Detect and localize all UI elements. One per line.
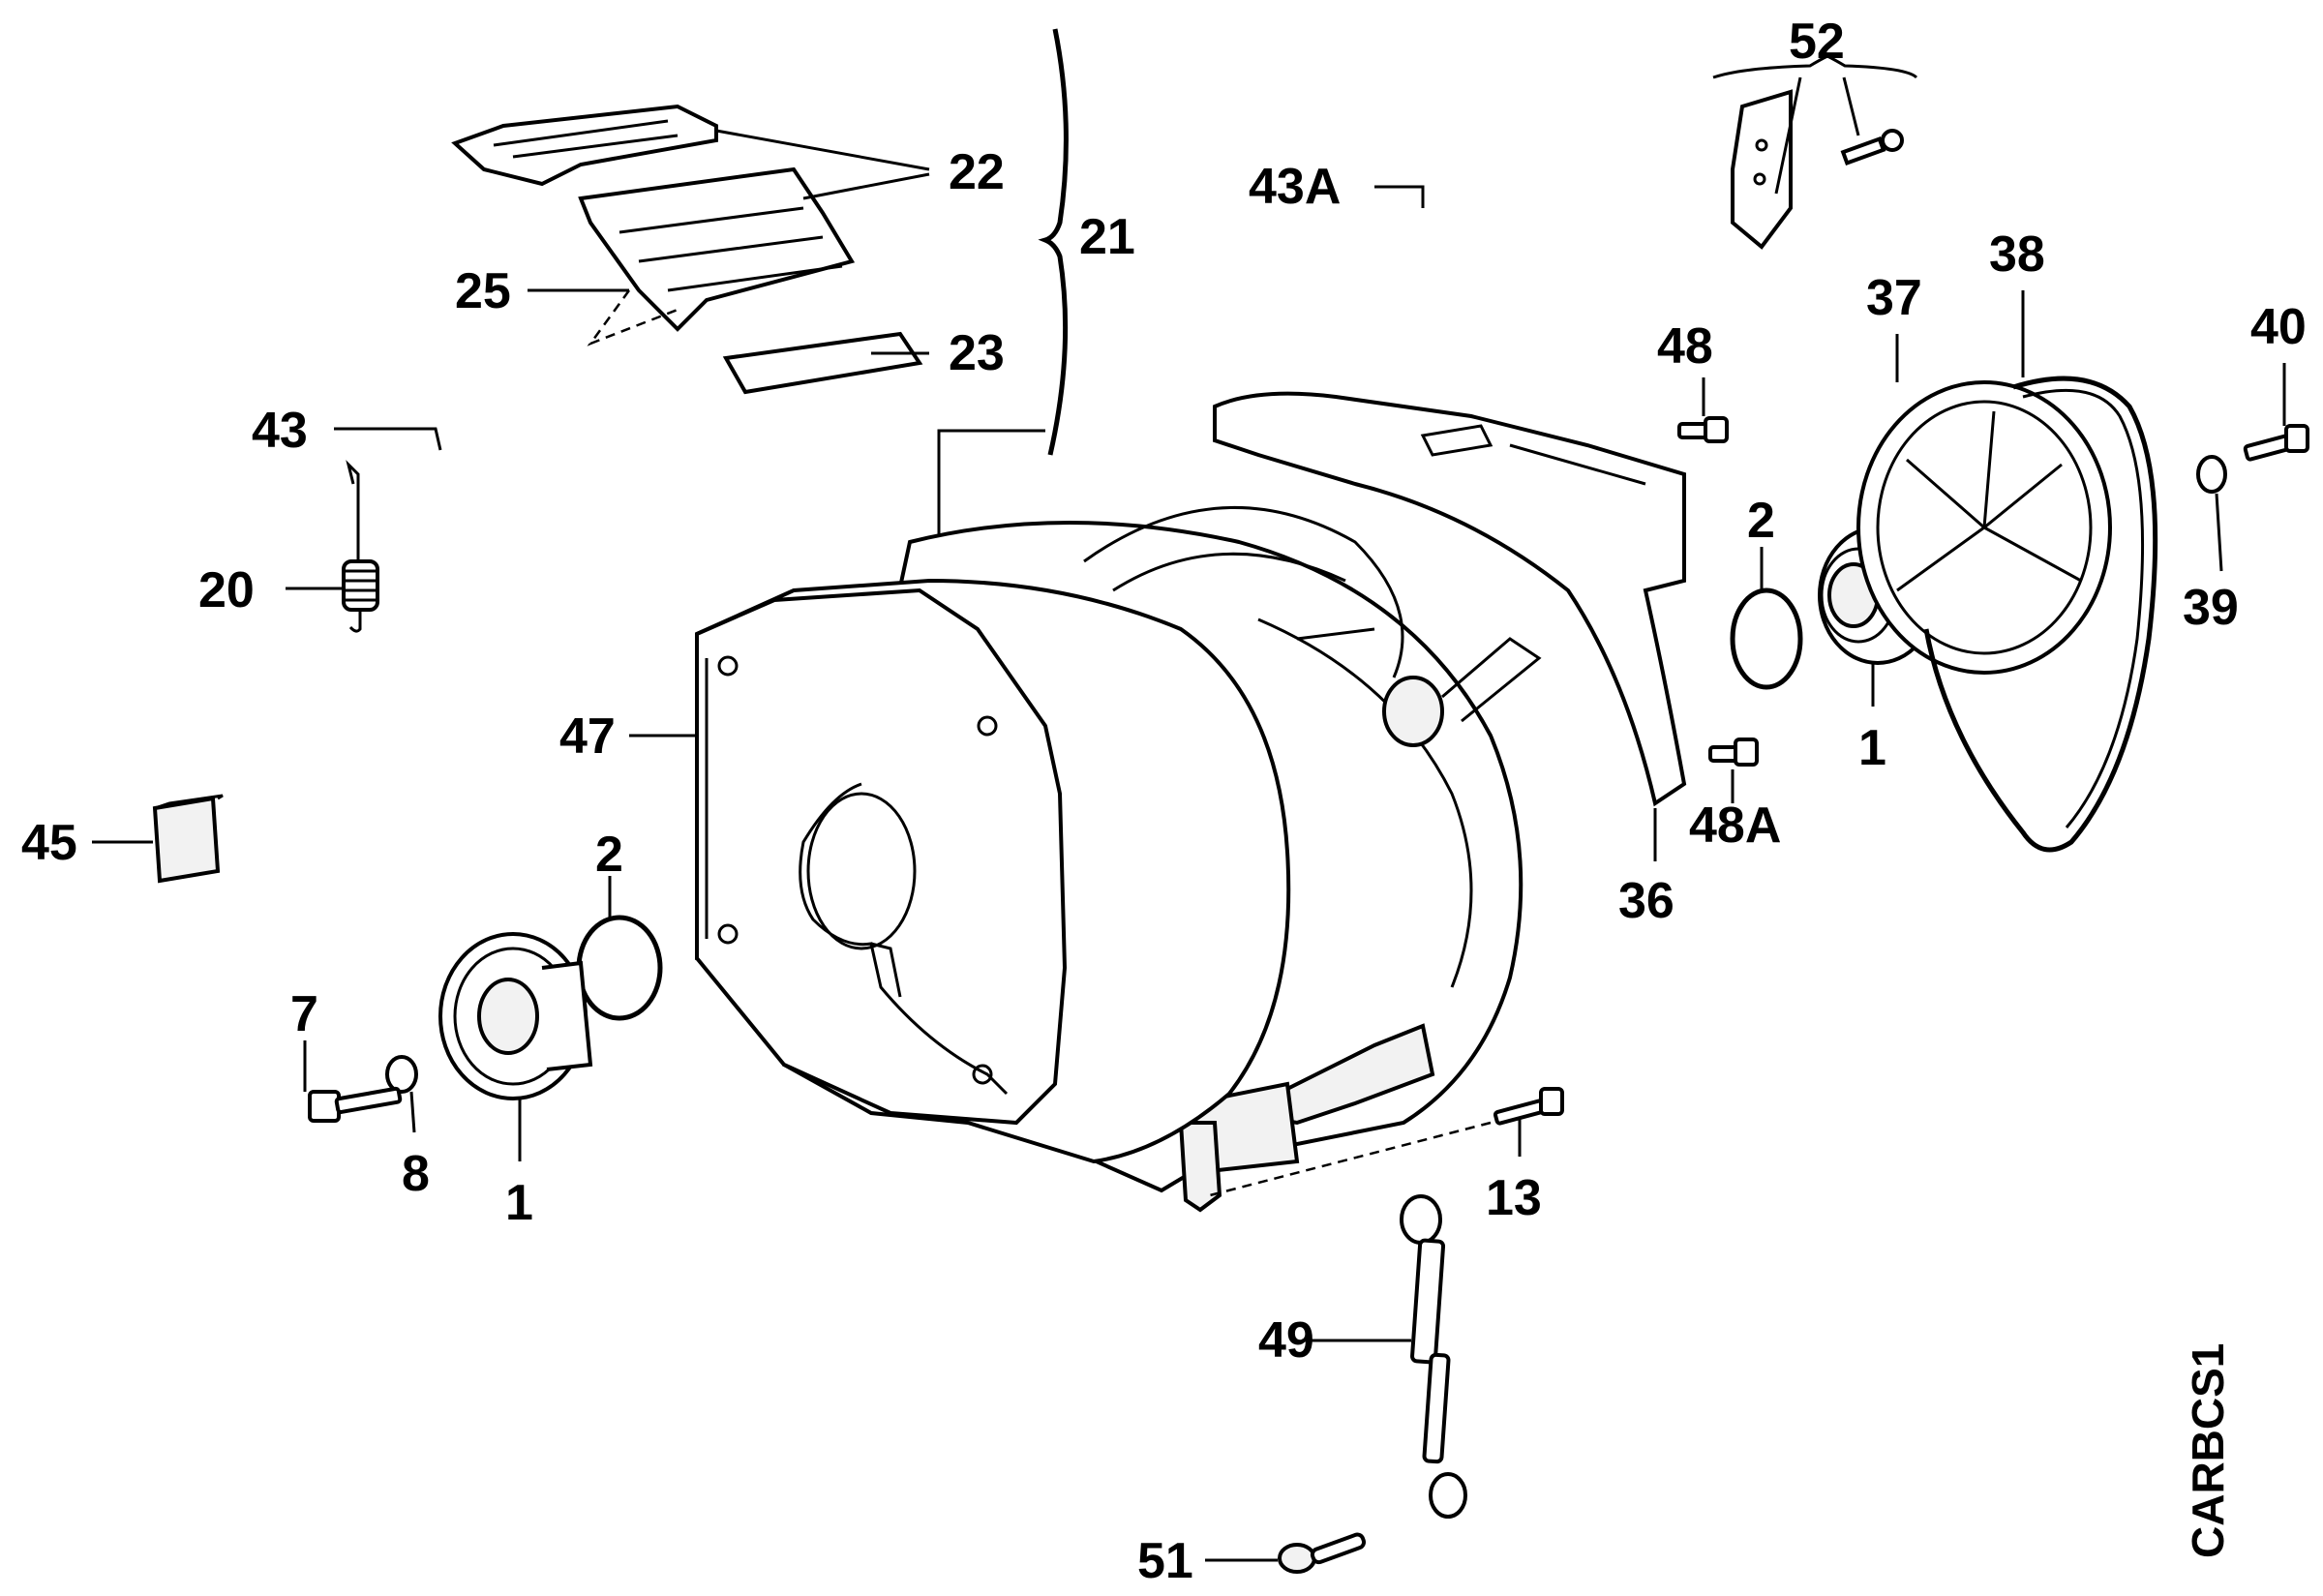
callout-48A: 48A [1689, 798, 1781, 854]
shock-absorber-49 [1400, 1194, 1467, 1519]
bracket-52 [1731, 89, 1793, 250]
callout-2-right: 2 [1747, 493, 1775, 549]
leader-39 [2215, 493, 2223, 572]
clip-43A [1374, 185, 1425, 208]
callout-43: 43 [252, 403, 308, 459]
leader-52a [1774, 76, 1802, 195]
washer-8 [385, 1055, 418, 1094]
washer-39 [2196, 455, 2227, 494]
callout-48: 48 [1657, 318, 1713, 375]
callout-1-left: 1 [505, 1175, 533, 1231]
callout-52: 52 [1789, 14, 1845, 70]
leader-52b [1842, 76, 1860, 136]
leader-8 [409, 1091, 416, 1133]
diagram-code: CARBCS1 [2183, 1343, 2233, 1558]
callout-22: 22 [949, 144, 1005, 200]
callout-23: 23 [949, 325, 1005, 381]
leader-21-bracket [937, 429, 1045, 542]
callout-13: 13 [1486, 1170, 1542, 1226]
callout-37: 37 [1866, 270, 1922, 326]
pin-51 [1278, 1532, 1367, 1574]
callout-39: 39 [2183, 580, 2239, 636]
callout-47: 47 [559, 708, 616, 765]
callout-7: 7 [290, 986, 318, 1042]
spring-20 [342, 460, 379, 633]
callout-51: 51 [1137, 1533, 1193, 1589]
bolt-40 [2243, 424, 2309, 462]
bolt-7 [308, 1086, 403, 1123]
rear-bracket-36 [1213, 391, 1687, 807]
callout-45: 45 [21, 815, 77, 871]
callout-49: 49 [1258, 1312, 1314, 1369]
front-tub-47 [695, 578, 1291, 1164]
callout-38: 38 [1989, 226, 2045, 283]
screw-48 [1677, 416, 1729, 443]
clip-43 [334, 427, 442, 451]
callout-25: 25 [455, 263, 511, 319]
callout-40: 40 [2250, 299, 2307, 355]
filter-panel-lower [578, 166, 856, 332]
callout-8: 8 [402, 1146, 430, 1202]
callout-20: 20 [198, 562, 255, 618]
callout-43A: 43A [1249, 159, 1341, 215]
screw-48A [1708, 738, 1759, 767]
brace-21 [1038, 28, 1069, 456]
dashed-guide-25 [587, 289, 679, 346]
callout-1-right: 1 [1858, 720, 1886, 776]
filter-panel-upper [451, 104, 718, 187]
bearing-flange-left [438, 932, 593, 1100]
filter-strip-23 [722, 331, 923, 395]
block-45 [152, 794, 224, 884]
o-ring-right [1730, 587, 1803, 690]
leader-22b [802, 172, 930, 200]
screw-52 [1840, 129, 1904, 166]
callout-2-left: 2 [595, 827, 623, 883]
callout-36: 36 [1618, 873, 1674, 929]
brace-52 [1712, 54, 1918, 79]
screw-13 [1493, 1087, 1564, 1126]
drive-belt-38 [1923, 376, 2158, 853]
callout-21: 21 [1079, 209, 1135, 265]
pulley-37 [1856, 380, 2112, 675]
leader-22a [715, 129, 930, 171]
o-ring-left [576, 915, 663, 1021]
